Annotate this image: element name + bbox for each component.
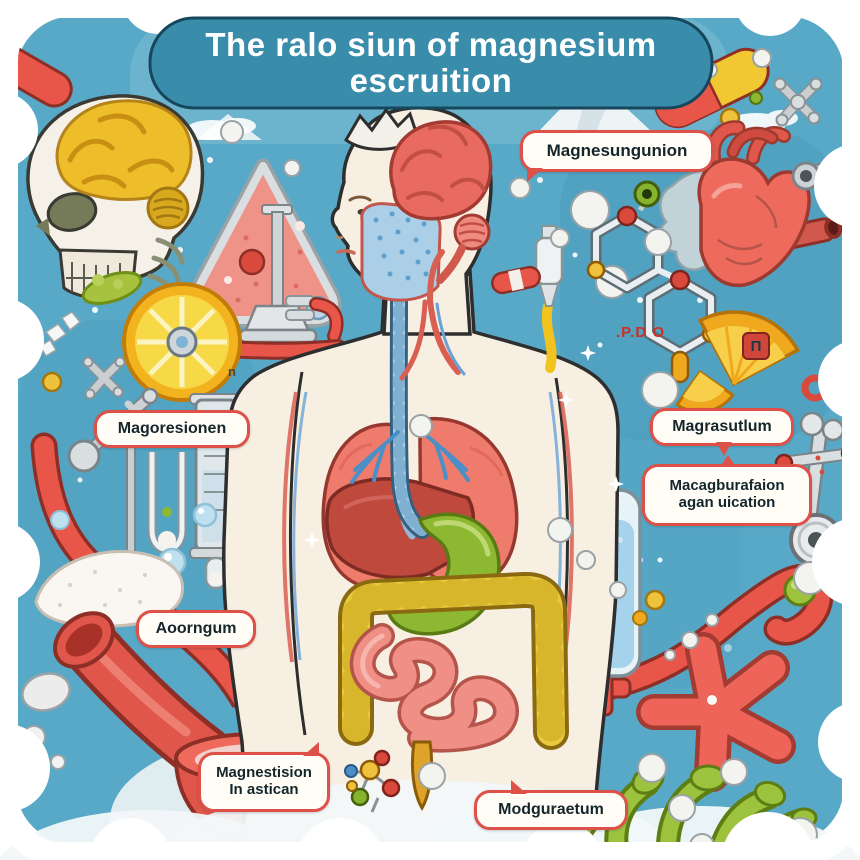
valve-stand-icon xyxy=(238,204,344,344)
yellow-ball xyxy=(41,371,63,393)
label-aoorngum: Aoorngum xyxy=(136,610,256,648)
neck-vessels xyxy=(399,249,466,381)
starfish-icon xyxy=(636,632,796,792)
label-text: agan uication xyxy=(678,494,776,511)
label-tail xyxy=(720,455,737,467)
brain-icon xyxy=(389,120,493,284)
citrus-wheel-icon xyxy=(122,282,347,402)
mg-ball-hilum xyxy=(409,414,433,438)
esophagus-icon xyxy=(389,287,431,539)
molecule-caption: .P.D O xyxy=(616,324,666,341)
label-macagburafaion: Macagburafaion agan uication xyxy=(642,455,812,526)
mg-ball-bottom xyxy=(418,762,446,790)
label-text: Aoorngum xyxy=(155,620,237,638)
label-text: Magoresionen xyxy=(117,420,227,438)
label-text: Magnesungunion xyxy=(546,141,688,161)
label-tail xyxy=(527,168,543,182)
label-magnestision: Magnestision In astican xyxy=(198,742,330,812)
pi-badge: Π xyxy=(742,332,770,360)
tiny-letter-n: n xyxy=(228,364,236,379)
label-tail xyxy=(716,442,733,456)
title-banner-shape xyxy=(148,16,714,110)
skull-and-brain-icon xyxy=(26,94,205,301)
heart-icon xyxy=(697,120,843,288)
label-text: Macagburafaion xyxy=(669,477,785,495)
page-title: The ralo siun of magnesium escruition xyxy=(150,18,712,108)
small-intestine-icon xyxy=(349,623,519,753)
label-magnesungunion: Magnesungunion xyxy=(520,130,714,182)
label-text: In astican xyxy=(229,781,299,798)
molecule-cluster-icon xyxy=(344,749,401,813)
jack-icon xyxy=(82,356,126,400)
green-blob-icon xyxy=(81,271,143,305)
label-magrasutlum: Magrasutlum xyxy=(650,408,794,456)
label-text: Modguraetum xyxy=(498,801,604,819)
large-intestine-icon xyxy=(338,572,569,750)
label-tail xyxy=(303,742,319,756)
label-text: Magrasutlum xyxy=(672,418,772,436)
label-text: Magnestision xyxy=(216,764,312,782)
label-magoresionen: Magoresionen xyxy=(94,410,250,448)
title-line-1: The ralo siun of magnesium xyxy=(205,26,657,64)
crystal-cluster-icon xyxy=(38,311,82,358)
bone-tool-icon xyxy=(774,374,860,607)
title-line-2: escruition xyxy=(349,62,513,99)
mini-capsule-icon xyxy=(491,265,541,295)
label-tail xyxy=(511,780,527,794)
label-modguraetum: Modguraetum xyxy=(474,780,628,830)
jack-icon-right xyxy=(773,77,823,127)
sparkles xyxy=(304,345,624,548)
dropper-bottle-icon xyxy=(534,225,564,373)
